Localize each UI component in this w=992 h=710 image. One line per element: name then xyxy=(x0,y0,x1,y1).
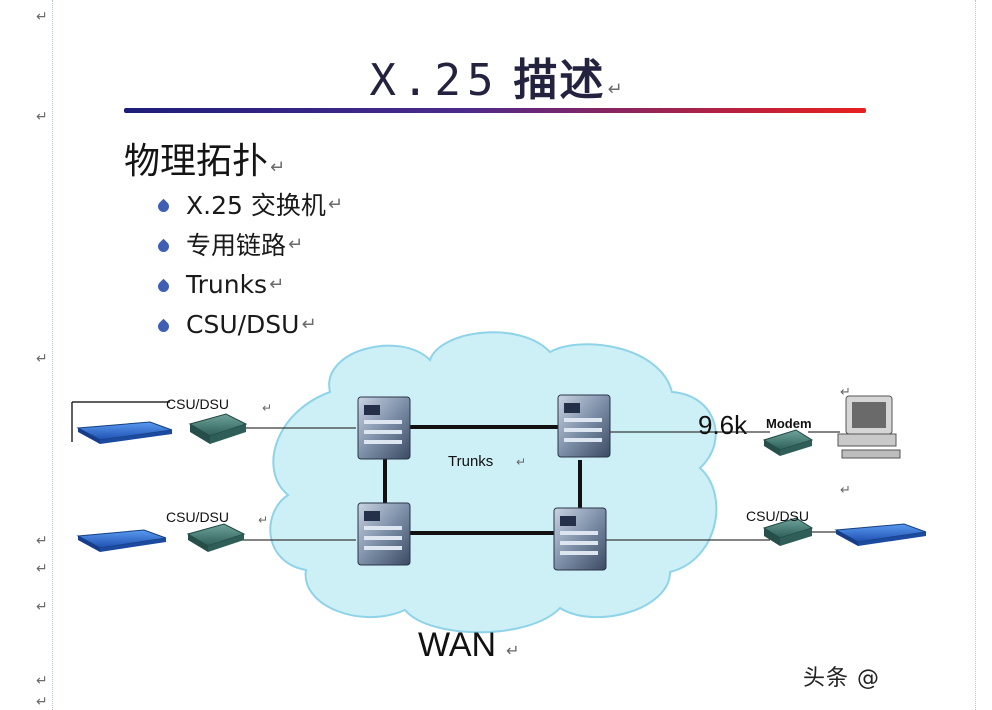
paragraph-mark-icon: ↵ xyxy=(36,561,48,577)
paragraph-mark-icon: ↵ xyxy=(36,673,48,689)
csu-dsu-icon xyxy=(762,517,814,546)
paragraph-mark-icon: ↵ xyxy=(262,401,272,415)
paragraph-mark-icon: ↵ xyxy=(301,313,317,335)
computer-icon xyxy=(837,395,901,459)
switch-icon xyxy=(557,394,611,458)
csu-dsu-label: CSU/DSU xyxy=(166,509,229,525)
trunks-label: Trunks xyxy=(448,453,493,470)
paragraph-mark-icon: ↵ xyxy=(36,9,48,25)
bullet-label: 专用链路 xyxy=(186,231,287,260)
modem-label: Modem xyxy=(766,416,812,431)
csu-dsu-icon xyxy=(188,413,248,444)
router-icon xyxy=(76,421,173,444)
bullet-list: X.25 交换机↵ 专用链路↵ Trunks↵ CSU/DSU↵ xyxy=(155,184,343,344)
switch-icon xyxy=(357,396,411,460)
paragraph-mark-icon: ↵ xyxy=(36,599,48,615)
paragraph-mark-icon: ↵ xyxy=(269,273,285,295)
paragraph-mark-icon: ↵ xyxy=(36,109,48,125)
right-frame-guide xyxy=(975,0,977,710)
switch-icon xyxy=(357,502,411,566)
slide-title: X.25 描述↵ xyxy=(0,44,992,108)
router-icon xyxy=(834,523,927,546)
section-heading-text: 物理拓扑 xyxy=(124,141,269,182)
csu-dsu-label: CSU/DSU xyxy=(166,396,229,412)
bullet-label: X.25 交换机 xyxy=(186,191,326,220)
csu-dsu-label: CSU/DSU xyxy=(746,508,809,524)
speed-label: 9.6k xyxy=(698,410,748,440)
wan-label: WAN xyxy=(418,626,496,664)
paragraph-mark-icon: ↵ xyxy=(36,533,48,549)
paragraph-mark-icon: ↵ xyxy=(506,643,519,660)
paragraph-mark-icon: ↵ xyxy=(327,193,343,215)
bullet-label: CSU/DSU xyxy=(186,309,300,339)
modem-icon xyxy=(762,429,814,456)
title-cjk-part: 描述 xyxy=(513,55,606,106)
switch-icon xyxy=(553,507,607,571)
paragraph-mark-icon: ↵ xyxy=(36,694,48,710)
bullet-item: 专用链路↵ xyxy=(155,224,343,264)
watermark-text: 头条 @ xyxy=(803,666,880,691)
paragraph-mark-icon: ↵ xyxy=(288,233,304,255)
paragraph-mark-icon: ↵ xyxy=(516,455,526,469)
paragraph-mark-icon: ↵ xyxy=(270,157,286,178)
paragraph-mark-icon: ↵ xyxy=(258,513,268,527)
paragraph-mark-icon: ↵ xyxy=(840,482,851,497)
bullet-item: CSU/DSU↵ xyxy=(155,304,343,344)
bullet-item: X.25 交换机↵ xyxy=(155,184,343,224)
title-latin-part: X.25 xyxy=(369,55,500,106)
paragraph-mark-icon: ↵ xyxy=(607,79,623,100)
paragraph-mark-icon: ↵ xyxy=(36,351,48,367)
section-heading: 物理拓扑↵ xyxy=(124,132,285,184)
wan-cloud xyxy=(269,331,718,634)
left-frame-guide xyxy=(52,0,54,710)
router-icon xyxy=(76,529,167,552)
paragraph-mark-icon: ↵ xyxy=(840,384,851,399)
csu-dsu-icon xyxy=(186,523,246,552)
bullet-item: Trunks↵ xyxy=(155,264,343,304)
bullet-label: Trunks xyxy=(186,269,268,299)
title-underline-rule xyxy=(124,108,866,113)
